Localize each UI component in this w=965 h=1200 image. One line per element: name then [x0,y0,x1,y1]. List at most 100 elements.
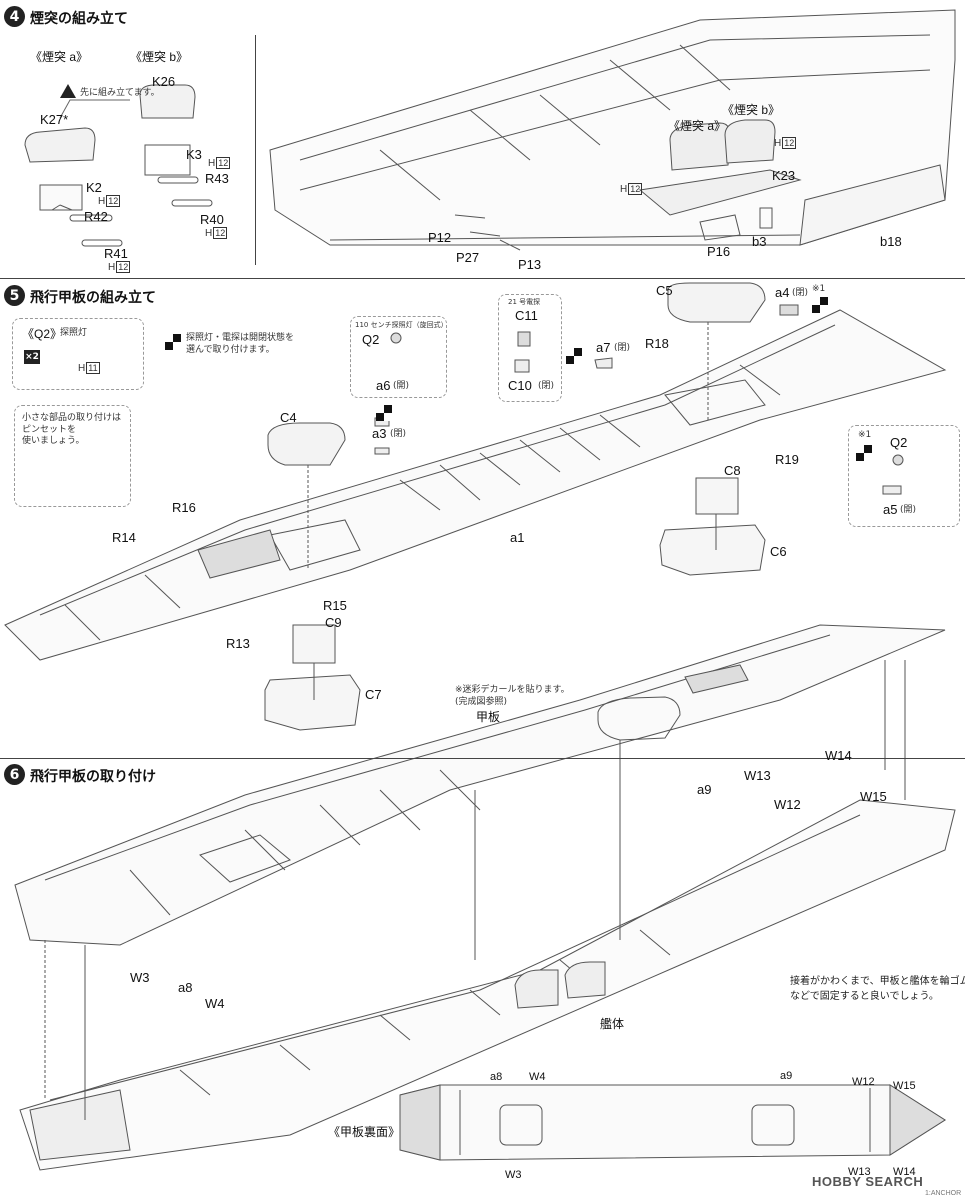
searchlight-caption: 110 センチ探照灯（旋回式） [355,321,448,329]
deck-label: 甲板 [476,710,501,724]
underside-part-a9: a9 [780,1070,793,1082]
part-R15: R15 [323,598,347,613]
part-R19: R19 [775,452,799,467]
funnel-b-label: 《煙突 b》 [722,103,781,117]
radar-caption: 21 号電探 [508,298,541,306]
c10-state: (閉) [538,381,555,391]
part-P27: P27 [456,250,480,265]
underside-part-W14: W14 [893,1166,916,1178]
step-5-title: 飛行甲板の組み立て [30,290,156,306]
flag-icon-a5 [856,445,872,461]
part-C8: C8 [724,463,741,478]
part-K27: K27* [40,112,69,127]
part-C7: C7 [365,687,382,702]
underside-part-a8: a8 [490,1071,503,1083]
part-K23: K23 [772,168,796,183]
searchlight-box [350,316,447,398]
watermark: HOBBY SEARCH [812,1174,924,1189]
deck-underside [399,1084,946,1161]
funnel-a-heading: 《煙突 a》 [30,50,89,64]
hull-label: 艦体 [600,1017,625,1031]
section-divider-1 [0,278,965,279]
part-b3: b3 [752,234,767,249]
flag-icon-a7 [566,348,582,364]
hull-section-step4 [269,9,956,251]
part-W12: W12 [774,797,801,812]
mark-1a: ※1 [812,284,826,294]
part-Q2-b: Q2 [890,435,908,450]
a6-state: (開) [393,381,410,391]
open-close-flag-icon [165,334,181,350]
hull-step6 [19,799,956,1171]
part-R40: R40 [200,212,224,227]
underside-part-W13: W13 [848,1166,871,1178]
flag-icon-a4 [812,297,828,313]
part-a4: a4 [775,285,790,300]
underside-part-W3: W3 [505,1169,522,1181]
part-a9: a9 [697,782,712,797]
part-C4: C4 [280,410,297,425]
underside-part-W12: W12 [852,1076,875,1088]
part-C6: C6 [770,544,787,559]
part-a5: a5 [883,502,898,517]
q2-subtitle: 探照灯 [60,328,88,338]
radar-box [498,294,562,402]
part-C5: C5 [656,283,673,298]
part-R13: R13 [226,636,250,651]
part-R14: R14 [112,530,136,545]
step-6-number: 6 [4,764,25,785]
rubber-band-note: 接着がかわくまで、甲板と艦体を輪ゴム などで固定すると良いでしょう。 [790,976,965,1002]
part-Q2-a: Q2 [362,332,380,347]
radar-open-box [848,425,960,527]
part-K2: K2 [86,180,102,195]
part-R42: R42 [84,209,108,224]
tweezer-note: 小さな部品の取り付けは ピンセットを 使いましょう。 [22,413,122,447]
part-P12: P12 [428,230,452,245]
section-divider-2 [0,758,965,759]
funnel-a-label: 《煙突 a》 [668,119,727,133]
open-close-note: 探照灯・電探は開閉状態を 選んで取り付けます。 [186,333,295,355]
underside-part-W15: W15 [893,1080,916,1092]
times-two-icon: ×2 [24,350,40,364]
part-W14: W14 [825,748,852,763]
step-4-title: 煙突の組み立て [30,11,128,27]
a5-state: (開) [900,505,917,515]
q2-box [12,318,144,390]
pre-assemble-note: 先に組み立てます。 [80,88,160,98]
tweezer-box [14,405,131,507]
part-R41: R41 [104,246,128,261]
step-4-number: 4 [4,6,25,27]
step-5-number: 5 [4,285,25,306]
part-C9: C9 [325,615,342,630]
part-R16: R16 [172,500,196,515]
flight-deck-step5 [4,282,947,731]
part-K3: K3 [186,147,202,162]
part-a3: a3 [372,426,387,441]
part-C10: C10 [508,378,532,393]
a4-state: (閉) [792,288,809,298]
part-a7: a7 [596,340,611,355]
warning-icon [60,84,76,98]
part-R43: R43 [205,171,229,186]
funnel-b-heading: 《煙突 b》 [130,50,189,64]
part-W3: W3 [130,970,150,985]
deck-underside-label: 《甲板裏面》 [328,1125,401,1139]
funnel-b-parts [139,84,213,207]
part-P16: P16 [707,244,731,259]
underside-part-W4: W4 [529,1071,546,1083]
part-W15: W15 [860,789,887,804]
watermark-sub: 1:ANCHOR [925,1190,962,1197]
decal-note: ※迷彩デカールを貼ります。 (完成図参照) [455,685,570,707]
flight-deck-step6 [14,624,946,946]
mark-1b: ※1 [858,430,872,440]
part-a1: a1 [510,530,525,545]
part-P13: P13 [518,257,542,272]
